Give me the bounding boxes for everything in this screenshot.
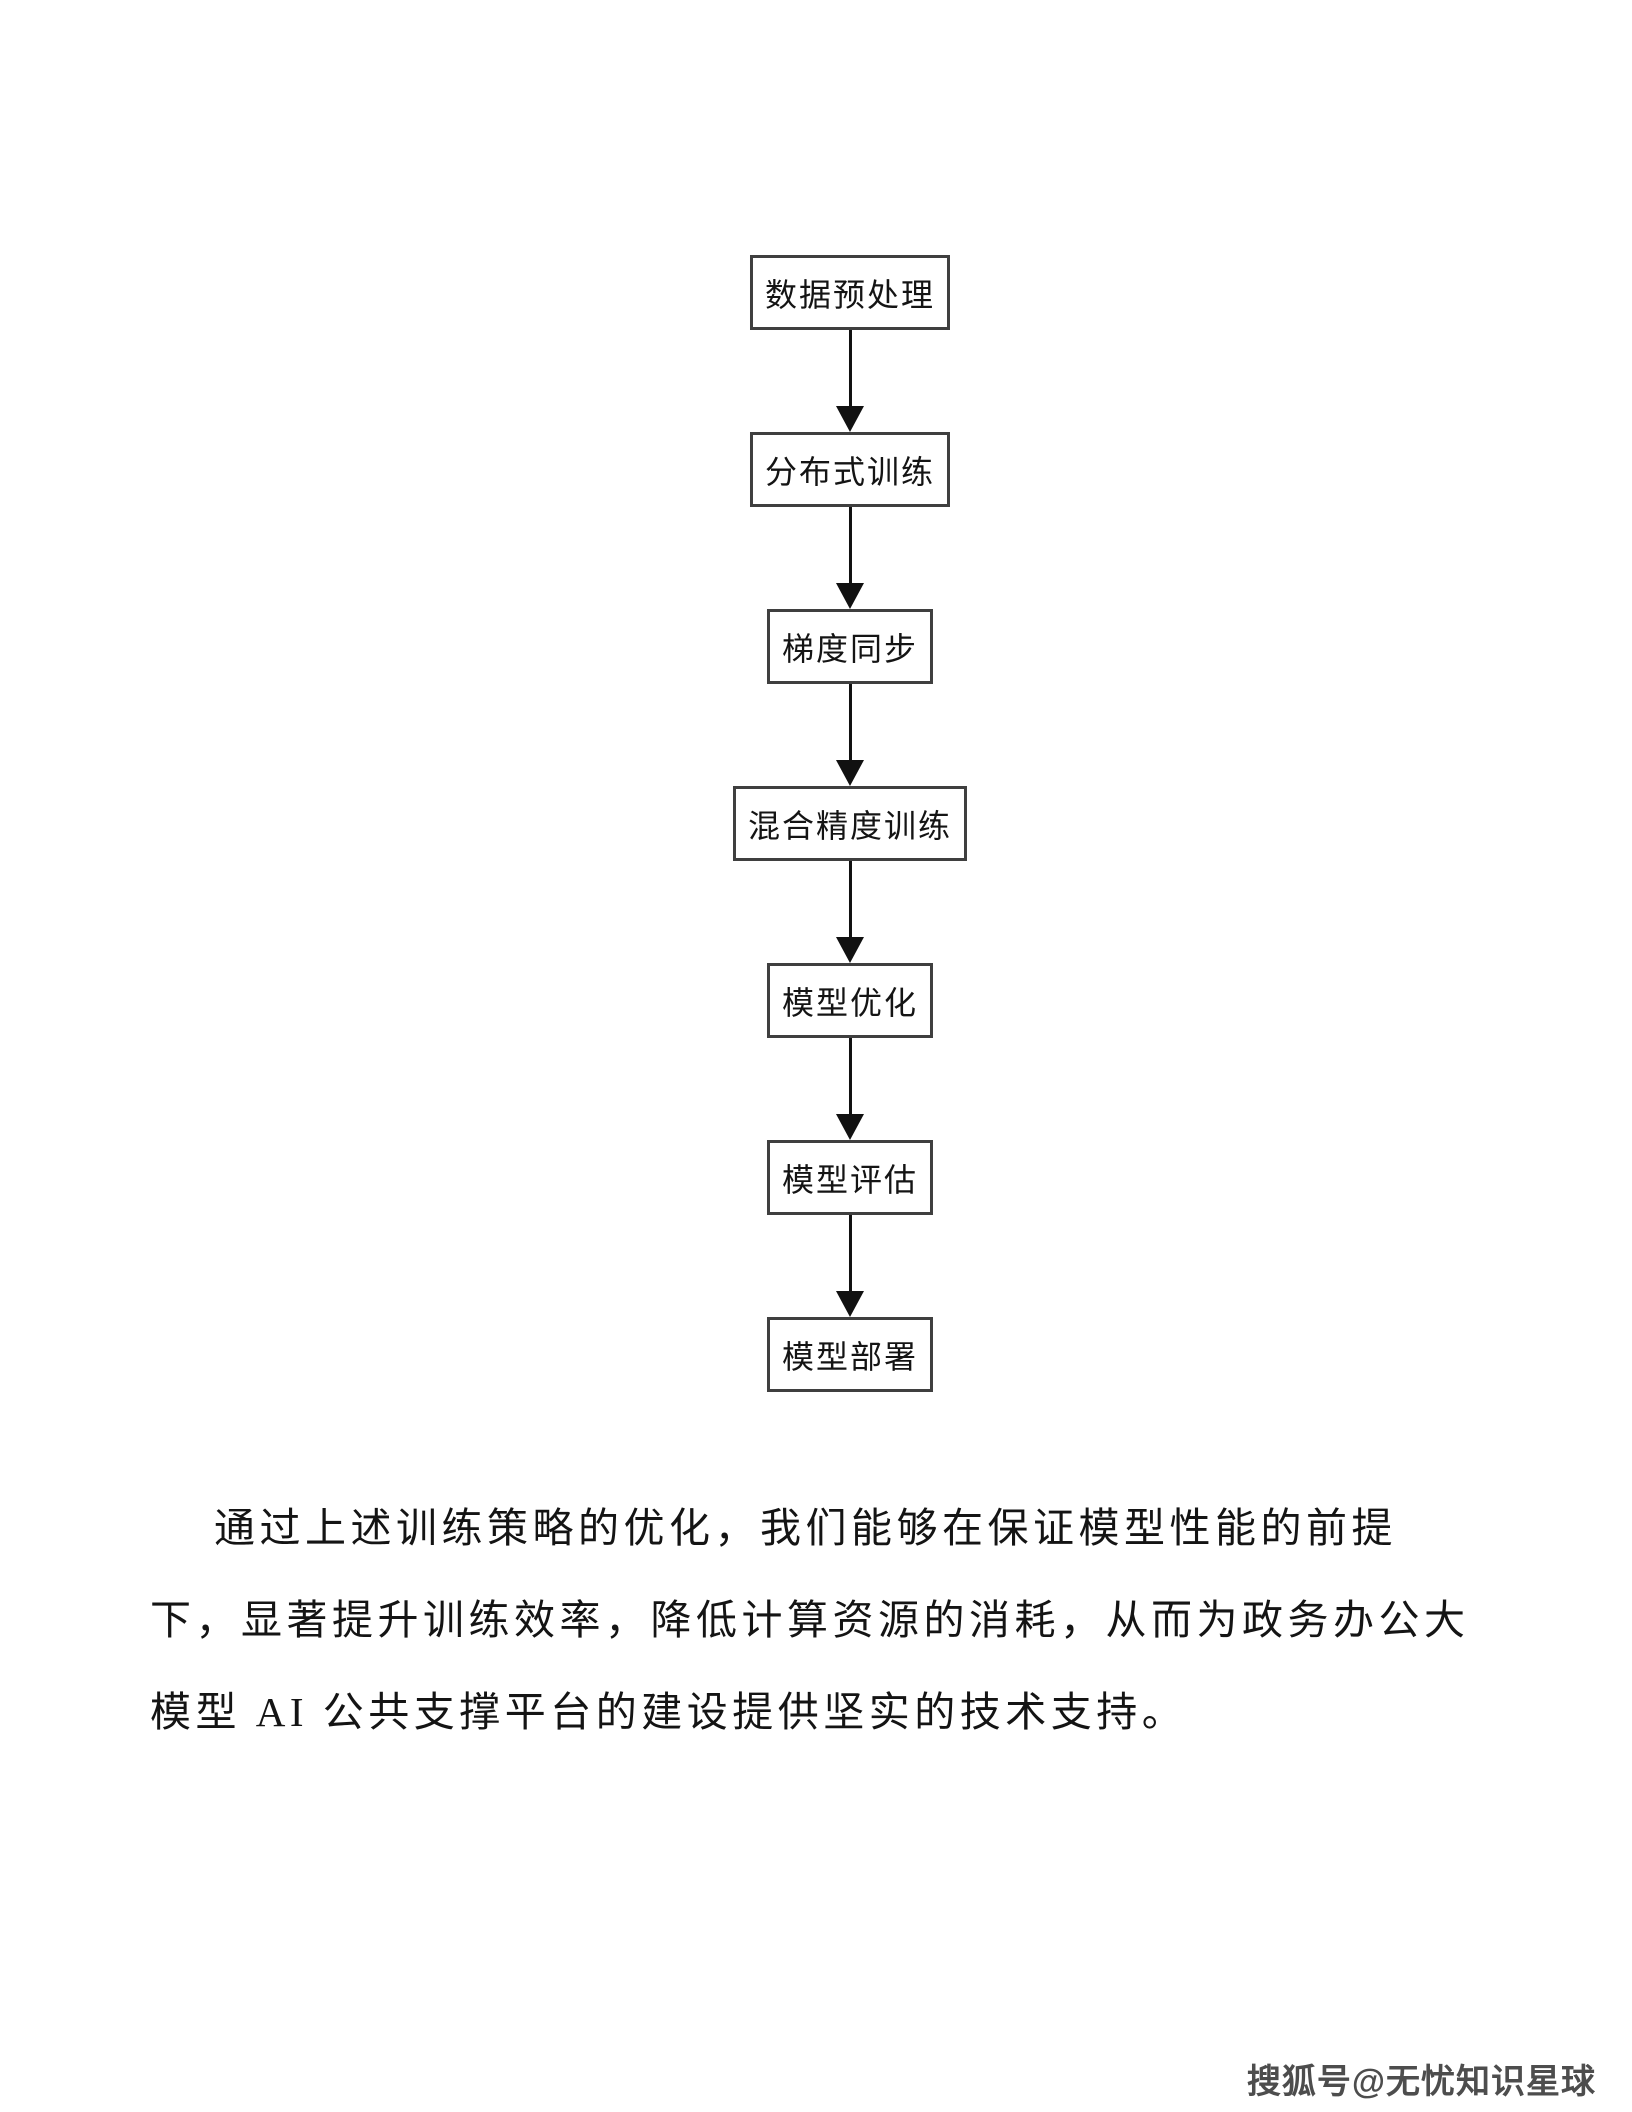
arrowhead-down-icon bbox=[835, 1114, 864, 1140]
arrowhead-down-icon bbox=[835, 937, 864, 963]
paragraph-line: 通过上述训练策略的优化，我们能够在保证模型性能的前提 bbox=[214, 1505, 1397, 1551]
arrowhead-down-icon bbox=[835, 583, 864, 609]
paragraph-line: 下，显著提升训练效率，降低计算资源的消耗，从而为政务办公大 bbox=[150, 1597, 1470, 1643]
flowchart-node-model-optimization: 模型优化 bbox=[766, 963, 934, 1038]
arrow-shaft bbox=[848, 861, 852, 937]
body-paragraph: 通过上述训练策略的优化，我们能够在保证模型性能的前提 下，显著提升训练效率，降低… bbox=[150, 1482, 1470, 1758]
arrow-shaft bbox=[848, 1215, 852, 1291]
flowchart-node-mixed-precision-training: 混合精度训练 bbox=[732, 786, 968, 861]
flowchart-node-data-preprocessing: 数据预处理 bbox=[749, 255, 951, 330]
arrowhead-down-icon bbox=[835, 406, 864, 432]
flowchart-node-label: 模型评估 bbox=[781, 1161, 919, 1198]
down-arrow bbox=[835, 330, 864, 432]
flowchart-node-gradient-sync: 梯度同步 bbox=[766, 609, 934, 684]
flowchart-node-label: 模型部署 bbox=[781, 1338, 919, 1375]
flowchart-node-model-evaluation: 模型评估 bbox=[766, 1140, 934, 1215]
down-arrow bbox=[835, 1215, 864, 1317]
flowchart-node-label: 混合精度训练 bbox=[747, 807, 953, 844]
training-pipeline-flowchart: 数据预处理 分布式训练 梯度同步 混合精度训练 模型优化 模型评估 bbox=[732, 255, 968, 1392]
flowchart-node-label: 模型优化 bbox=[781, 984, 919, 1021]
flowchart-node-distributed-training: 分布式训练 bbox=[749, 432, 951, 507]
paragraph-line: 模型 AI 公共支撑平台的建设提供坚实的技术支持。 bbox=[150, 1689, 1188, 1735]
arrow-shaft bbox=[848, 507, 852, 583]
arrow-shaft bbox=[848, 684, 852, 760]
arrowhead-down-icon bbox=[835, 1291, 864, 1317]
flowchart-node-label: 梯度同步 bbox=[781, 630, 919, 667]
flowchart-node-model-deployment: 模型部署 bbox=[766, 1317, 934, 1392]
flowchart-node-label: 分布式训练 bbox=[764, 453, 936, 490]
down-arrow bbox=[835, 1038, 864, 1140]
flowchart-node-label: 数据预处理 bbox=[764, 276, 936, 313]
arrowhead-down-icon bbox=[835, 760, 864, 786]
down-arrow bbox=[835, 507, 864, 609]
down-arrow bbox=[835, 861, 864, 963]
sohu-account-watermark: 搜狐号@无忧知识星球 bbox=[1246, 2063, 1596, 2101]
arrow-shaft bbox=[848, 330, 852, 406]
down-arrow bbox=[835, 684, 864, 786]
arrow-shaft bbox=[848, 1038, 852, 1114]
